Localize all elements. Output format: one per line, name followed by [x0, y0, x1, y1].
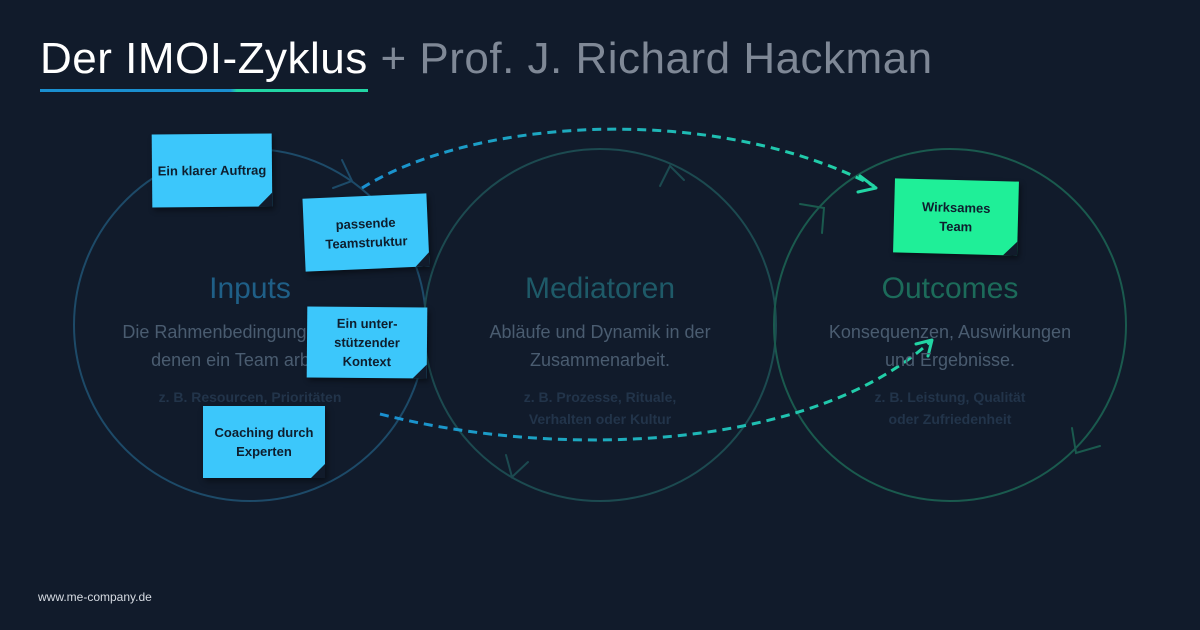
inputs-example: z. B. Resourcen, Prioritäten — [158, 389, 342, 405]
note-coaching-line-1: Coaching durch — [214, 425, 314, 440]
note-kontext-line-3: Kontext — [342, 353, 392, 370]
sticky-note-teamstruktur: passende Teamstruktur — [302, 193, 430, 272]
mediators-description: Abläufe und Dynamik in der Zusammenarbei… — [430, 318, 770, 374]
note-auftrag-text: Ein klarer Auftrag — [157, 162, 267, 179]
outcomes-description-line-1: Konsequenzen, Auswirkungen — [828, 322, 1072, 342]
page-title: Der IMOI-Zyklus + Prof. J. Richard Hackm… — [40, 34, 933, 84]
outcomes-example-line-1: z. B. Leistung, Qualität — [874, 389, 1026, 405]
mediators-cycle-arrowhead-bottom — [505, 454, 529, 479]
note-teamstruktur-line-2: Teamstruktur — [325, 232, 408, 252]
outcomes-cycle-arrowhead-bottom — [1071, 427, 1101, 455]
outcomes-circle — [773, 148, 1127, 502]
inputs-title: Inputs — [209, 272, 291, 305]
dashed-arrow-bottom-head — [914, 338, 934, 358]
mediators-cycle-arrowhead-top — [659, 164, 685, 187]
sticky-note-auftrag: Ein klarer Auftrag — [151, 133, 273, 208]
outcomes-title: Outcomes — [881, 272, 1019, 305]
mediators-example-line-1: z. B. Prozesse, Rituale, — [523, 389, 677, 405]
footer-url: www.me-company.de — [38, 590, 152, 604]
mediators-section: Mediatoren Abläufe und Dynamik in der Zu… — [430, 272, 770, 430]
inputs-description-line-2: denen ein Team arbeitet. — [151, 350, 349, 370]
note-kontext-line-1: Ein unter- — [336, 315, 398, 332]
dashed-arrow-bottom — [379, 340, 932, 442]
sticky-note-kontext: Ein unter- stützender Kontext — [306, 306, 428, 379]
sticky-note-coaching: Coaching durch Experten — [203, 406, 325, 478]
inputs-cycle-arrowhead — [332, 159, 354, 189]
outcomes-example-line-2: oder Zufriedenheit — [888, 411, 1012, 427]
mediators-title: Mediatoren — [524, 272, 676, 305]
outcomes-cycle-arrowhead-top — [799, 203, 826, 234]
outcomes-example: z. B. Leistung, Qualität oder Zufriedenh… — [780, 386, 1120, 430]
outcomes-section: Outcomes Konsequenzen, Auswirkungen und … — [780, 272, 1120, 430]
note-kontext-line-2: stützender — [334, 334, 400, 351]
title-main: Der IMOI-Zyklus — [40, 34, 368, 83]
mediators-description-line-1: Abläufe und Dynamik in der — [489, 322, 711, 342]
mediators-example: z. B. Prozesse, Rituale, Verhalten oder … — [430, 386, 770, 430]
mediators-description-line-2: Zusammenarbeit. — [529, 350, 671, 370]
sticky-note-wirksames-team: Wirksames Team — [893, 178, 1019, 256]
note-coaching-line-2: Experten — [236, 444, 292, 459]
mediators-example-line-2: Verhalten oder Kultur — [528, 411, 672, 427]
title-sub: + Prof. J. Richard Hackman — [367, 34, 933, 83]
outcomes-description: Konsequenzen, Auswirkungen und Ergebniss… — [780, 318, 1120, 374]
dashed-arrow-top-head — [856, 174, 878, 194]
dashed-arrow-top — [361, 127, 875, 190]
note-wirksam-line-1: Wirksames — [921, 199, 991, 216]
outcomes-description-line-2: und Ergebnisse. — [884, 350, 1016, 370]
note-wirksam-line-2: Team — [939, 218, 973, 235]
